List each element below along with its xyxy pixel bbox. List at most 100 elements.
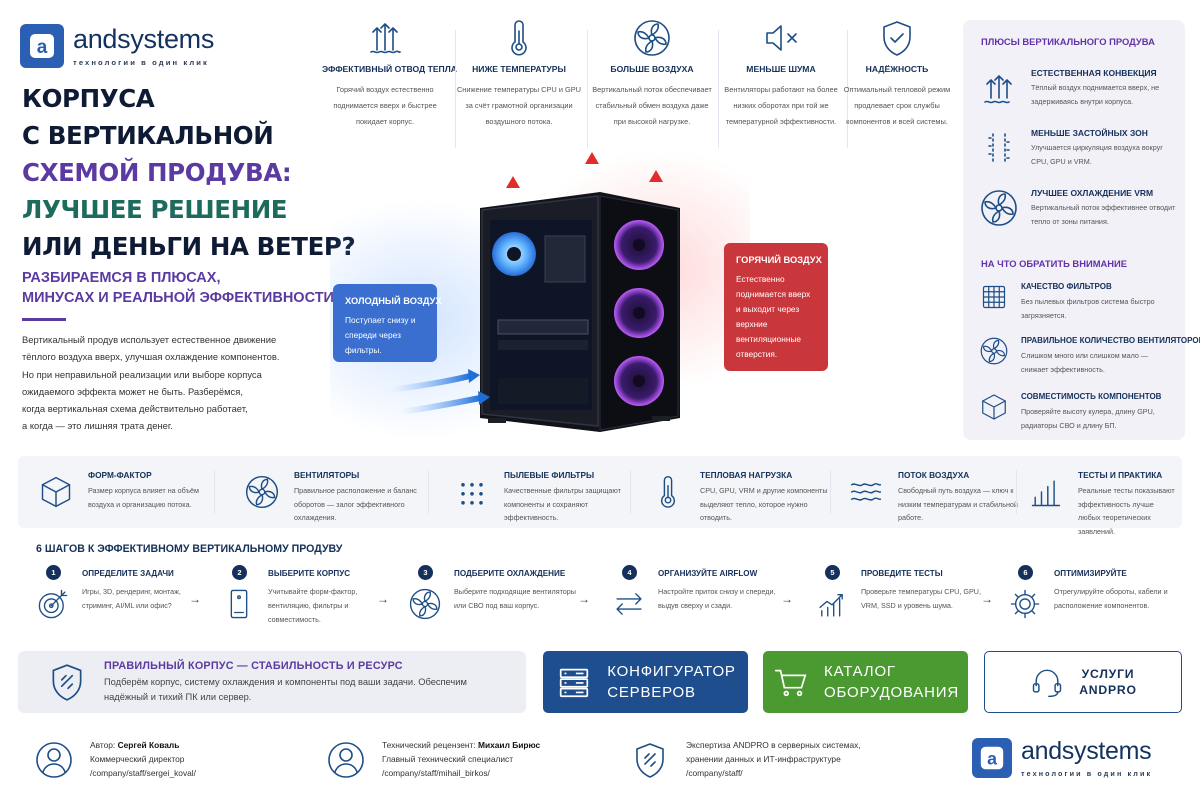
step-6: 6 ОПТИМИЗИРУЙТЕ Отрегулируйте обороты, к… <box>1008 565 1183 635</box>
feature-title: ЭФФЕКТИВНЫЙ ОТВОД ТЕПЛА <box>322 64 457 74</box>
divider <box>587 30 588 148</box>
step-1: 1 ОПРЕДЕЛИТЕ ЗАДАЧИ Игры, 3D, рендеринг,… <box>36 565 211 635</box>
callout-title: ХОЛОДНЫЙ ВОЗДУХ <box>345 296 442 306</box>
feature-desc: Оптимальный тепловой режим продлевает ср… <box>843 85 951 126</box>
expertise-line-1: Экспертиза ANDPRO в серверных системах, <box>686 740 861 750</box>
feature-title: МЕНЬШЕ ШУМА <box>746 64 816 74</box>
step-3: 3 ПОДБЕРИТЕ ОХЛАЖДЕНИЕ Выберите подходящ… <box>408 565 583 635</box>
step-number: 6 <box>1018 565 1033 580</box>
growth-chart-icon <box>819 593 843 617</box>
services-button[interactable]: УСЛУГИ ANDPRO <box>984 651 1182 713</box>
intro-line: Вертикальный продув использует естествен… <box>22 334 277 345</box>
feature-form-factor: ФОРМ-ФАКТОР Размер корпуса влияет на объ… <box>38 456 218 528</box>
step-title: ПОДБЕРИТЕ ОХЛАЖДЕНИЕ <box>454 569 566 578</box>
headset-icon <box>1032 669 1062 698</box>
fan-icon <box>244 474 280 510</box>
item-title: ЕСТЕСТВЕННАЯ КОНВЕКЦИЯ <box>1031 68 1157 78</box>
cold-air-callout: ХОЛОДНЫЙ ВОЗДУХ Поступает снизу и сперед… <box>333 284 442 362</box>
feature-fans: ВЕНТИЛЯТОРЫ Правильное расположение и ба… <box>244 456 434 528</box>
fan-icon <box>408 587 442 621</box>
configurator-button-label: КОНФИГУРАТОР СЕРВЕРОВ <box>607 663 736 701</box>
steps-title: 6 ШАГОВ К ЭФФЕКТИВНОМУ ВЕРТИКАЛЬНОМУ ПРО… <box>36 543 343 555</box>
step-title: ОПРЕДЕЛИТЕ ЗАДАЧИ <box>82 569 174 578</box>
thermometer-icon <box>650 474 686 510</box>
feature-dust-filters: ПЫЛЕВЫЕ ФИЛЬТРЫ Качественные фильтры защ… <box>454 456 644 528</box>
exchange-arrows-icon <box>616 593 642 615</box>
case-icon <box>230 589 248 619</box>
svg-text:a: a <box>37 37 48 58</box>
item-title: СОВМЕСТИМОСТЬ КОМПОНЕНТОВ <box>1021 392 1162 401</box>
pros-item: ЕСТЕСТВЕННАЯ КОНВЕКЦИЯ Тёплый воздух под… <box>979 68 1179 114</box>
target-icon <box>38 589 68 619</box>
feature-title: ТЕПЛОВАЯ НАГРУЗКА <box>700 470 793 480</box>
feature-desc: Свободный путь воздуха — ключ к низким т… <box>898 486 1018 522</box>
step-desc: Отрегулируйте обороты, кабели и располож… <box>1054 587 1168 610</box>
hero-subtitle-1: РАЗБИРАЕМСЯ В ПЛЮСАХ, <box>22 270 221 286</box>
brand-logo[interactable]: a andsystems технологии в один клик <box>20 24 214 68</box>
feature-title: НАДЁЖНОСТЬ <box>865 64 929 74</box>
author-line: Автор: Сергей Коваль <box>90 740 179 750</box>
shield-check-icon <box>883 21 911 56</box>
divider <box>455 30 456 148</box>
gear-icon <box>1010 589 1040 619</box>
heat-arrows-icon <box>370 23 401 54</box>
author-block: Автор: Сергей Коваль Коммерческий директ… <box>34 738 294 788</box>
step-5: 5 ПРОВЕДИТЕ ТЕСТЫ Проверьте температуры … <box>815 565 990 635</box>
logo-mark-icon: a <box>972 738 1012 778</box>
step-number: 2 <box>232 565 247 580</box>
feature-desc: Вентиляторы работают на более низких обо… <box>724 85 838 126</box>
item-desc: Тёплый воздух поднимается вверх, не заде… <box>1031 83 1160 106</box>
attention-item: СОВМЕСТИМОСТЬ КОМПОНЕНТОВ Проверяйте выс… <box>979 392 1179 432</box>
user-icon <box>36 742 72 778</box>
catalog-button-label: КАТАЛОГ ОБОРУДОВАНИЯ <box>824 663 959 701</box>
item-desc: Слишком много или слишком мало — снижает… <box>1021 351 1149 374</box>
intro-line: когда вертикальная схема действительно р… <box>22 403 248 415</box>
author-label: Автор: <box>90 740 118 750</box>
reviewer-link[interactable]: /company/staff/mihail_birkos/ <box>382 768 490 778</box>
cta-desc: Подберём корпус, систему охлаждения и ко… <box>104 677 467 702</box>
step-title: ОРГАНИЗУЙТЕ AIRFLOW <box>658 569 758 578</box>
hero-subtitle: РАЗБИРАЕМСЯ В ПЛЮСАХ, МИНУСАХ И РЕАЛЬНОЙ… <box>22 268 334 308</box>
logo-mark-icon: a <box>20 24 64 68</box>
cart-icon <box>774 669 807 697</box>
box-icon <box>979 392 1009 422</box>
feature-title: ВЕНТИЛЯТОРЫ <box>294 470 360 480</box>
thermometer-icon <box>499 18 539 58</box>
callout-desc: Поступает снизу и спереди через фильтры. <box>345 315 416 355</box>
item-title: ПРАВИЛЬНОЕ КОЛИЧЕСТВО ВЕНТИЛЯТОРОВ <box>1021 336 1200 345</box>
shield-icon <box>52 664 82 701</box>
intro-line: ожидаемого эффекта может не быть. Разбер… <box>22 385 243 397</box>
cta-banner: ПРАВИЛЬНЫЙ КОРПУС — СТАБИЛЬНОСТЬ И РЕСУР… <box>18 651 526 713</box>
right-panel: ПЛЮСЫ ВЕРТИКАЛЬНОГО ПРОДУВА ЕСТЕСТВЕННАЯ… <box>963 20 1200 440</box>
step-number: 1 <box>46 565 61 580</box>
step-4: 4 ОРГАНИЗУЙТЕ AIRFLOW Настройте приток с… <box>612 565 787 635</box>
pros-title: ПЛЮСЫ ВЕРТИКАЛЬНОГО ПРОДУВА <box>981 36 1155 47</box>
catalog-button[interactable]: КАТАЛОГ ОБОРУДОВАНИЯ <box>763 651 968 713</box>
feature-title: ТЕСТЫ И ПРАКТИКА <box>1078 470 1163 480</box>
configurator-button[interactable]: КОНФИГУРАТОР СЕРВЕРОВ <box>543 651 748 713</box>
mute-speaker-icon <box>766 25 797 51</box>
step-title: ВЫБЕРИТЕ КОРПУС <box>268 569 351 578</box>
expertise-block: Экспертиза ANDPRO в серверных системах, … <box>630 738 920 788</box>
hero-line-3: СХЕМОЙ ПРОДУВА: <box>22 158 292 187</box>
footer-brand-logo[interactable]: a andsystems технологии в один клик <box>972 738 1152 778</box>
features-bar: ФОРМ-ФАКТОР Размер корпуса влияет на объ… <box>18 456 1182 536</box>
author-link[interactable]: /company/staff/sergei_koval/ <box>90 768 196 778</box>
fan-icon <box>979 188 1019 228</box>
brand-tagline: технологии в один клик <box>73 57 209 67</box>
item-desc: Проверяйте высоту кулера, длину GPU, рад… <box>1021 407 1155 430</box>
feature-desc: Размер корпуса влияет на объём воздуха и… <box>88 486 199 509</box>
divider <box>847 30 848 148</box>
pc-case-illustration <box>330 150 750 440</box>
feature-title: НИЖЕ ТЕМПЕРАТУРЫ <box>472 64 566 74</box>
top-feature-temperature: НИЖЕ ТЕМПЕРАТУРЫ Снижение температуры CP… <box>456 18 582 130</box>
cta-title: ПРАВИЛЬНЫЙ КОРПУС — СТАБИЛЬНОСТЬ И РЕСУР… <box>104 660 403 672</box>
author-name: Сергей Коваль <box>117 740 180 750</box>
hot-air-callout: ГОРЯЧИЙ ВОЗДУХ Естественно поднимается в… <box>724 243 828 371</box>
server-icon <box>560 668 589 698</box>
callout-desc: Естественно поднимается вверх и выходит … <box>736 274 811 359</box>
expertise-link[interactable]: /company/staff/ <box>686 768 743 778</box>
author-role: Коммерческий директор <box>90 754 185 764</box>
callout-title: ГОРЯЧИЙ ВОЗДУХ <box>736 255 822 265</box>
item-title: КАЧЕСТВО ФИЛЬТРОВ <box>1021 282 1112 291</box>
